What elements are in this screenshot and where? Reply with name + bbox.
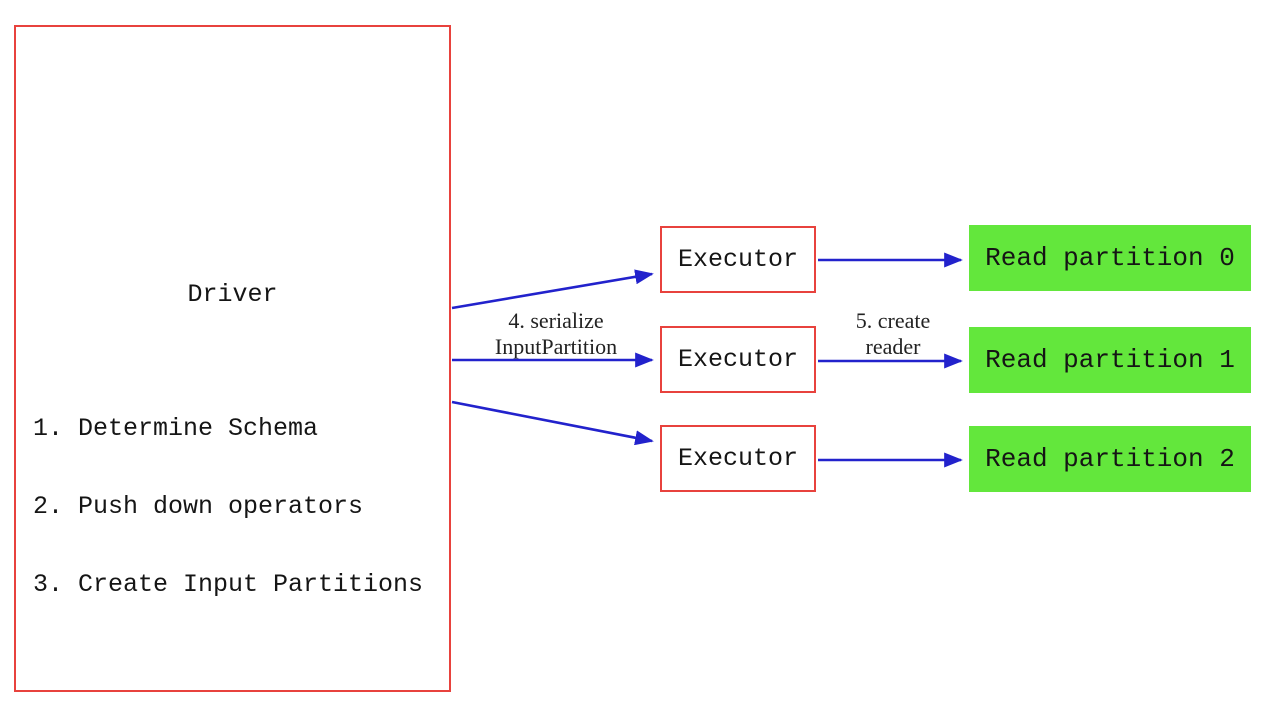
executor-box-3: Executor [660, 425, 816, 492]
executor-box-1: Executor [660, 226, 816, 293]
driver-step-2: 2. Push down operators [33, 492, 364, 521]
read-partition-label-1: Read partition 1 [985, 345, 1235, 375]
driver-steps-list: 1. Determine Schema 2. Push down operato… [33, 364, 423, 650]
driver-step-3: 3. Create Input Partitions [33, 570, 424, 599]
read-partition-box-0: Read partition 0 [969, 225, 1251, 291]
driver-step-1: 1. Determine Schema [33, 414, 319, 443]
read-partition-label-2: Read partition 2 [985, 444, 1235, 474]
read-partition-label-0: Read partition 0 [985, 243, 1235, 273]
arrow-driver-to-executor-3 [451, 400, 654, 446]
create-reader-label-line1: 5. create [855, 308, 931, 333]
driver-title: Driver [187, 280, 278, 309]
create-reader-label: 5. create reader [793, 308, 993, 360]
serialize-label-line2: InputPartition [494, 334, 618, 359]
arrow-driver-to-executor-1 [451, 269, 654, 310]
executor-label-1: Executor [677, 245, 799, 274]
serialize-label-line1: 4. serialize [508, 308, 604, 333]
executor-label-3: Executor [677, 444, 799, 473]
read-partition-box-1: Read partition 1 [969, 327, 1251, 393]
executor-label-2: Executor [677, 345, 799, 374]
create-reader-label-line2: reader [865, 334, 921, 359]
executor-box-2: Executor [660, 326, 816, 393]
read-partition-box-2: Read partition 2 [969, 426, 1251, 492]
driver-box: Driver 1. Determine Schema 2. Push down … [14, 25, 451, 692]
serialize-inputpartition-label: 4. serialize InputPartition [441, 308, 671, 360]
